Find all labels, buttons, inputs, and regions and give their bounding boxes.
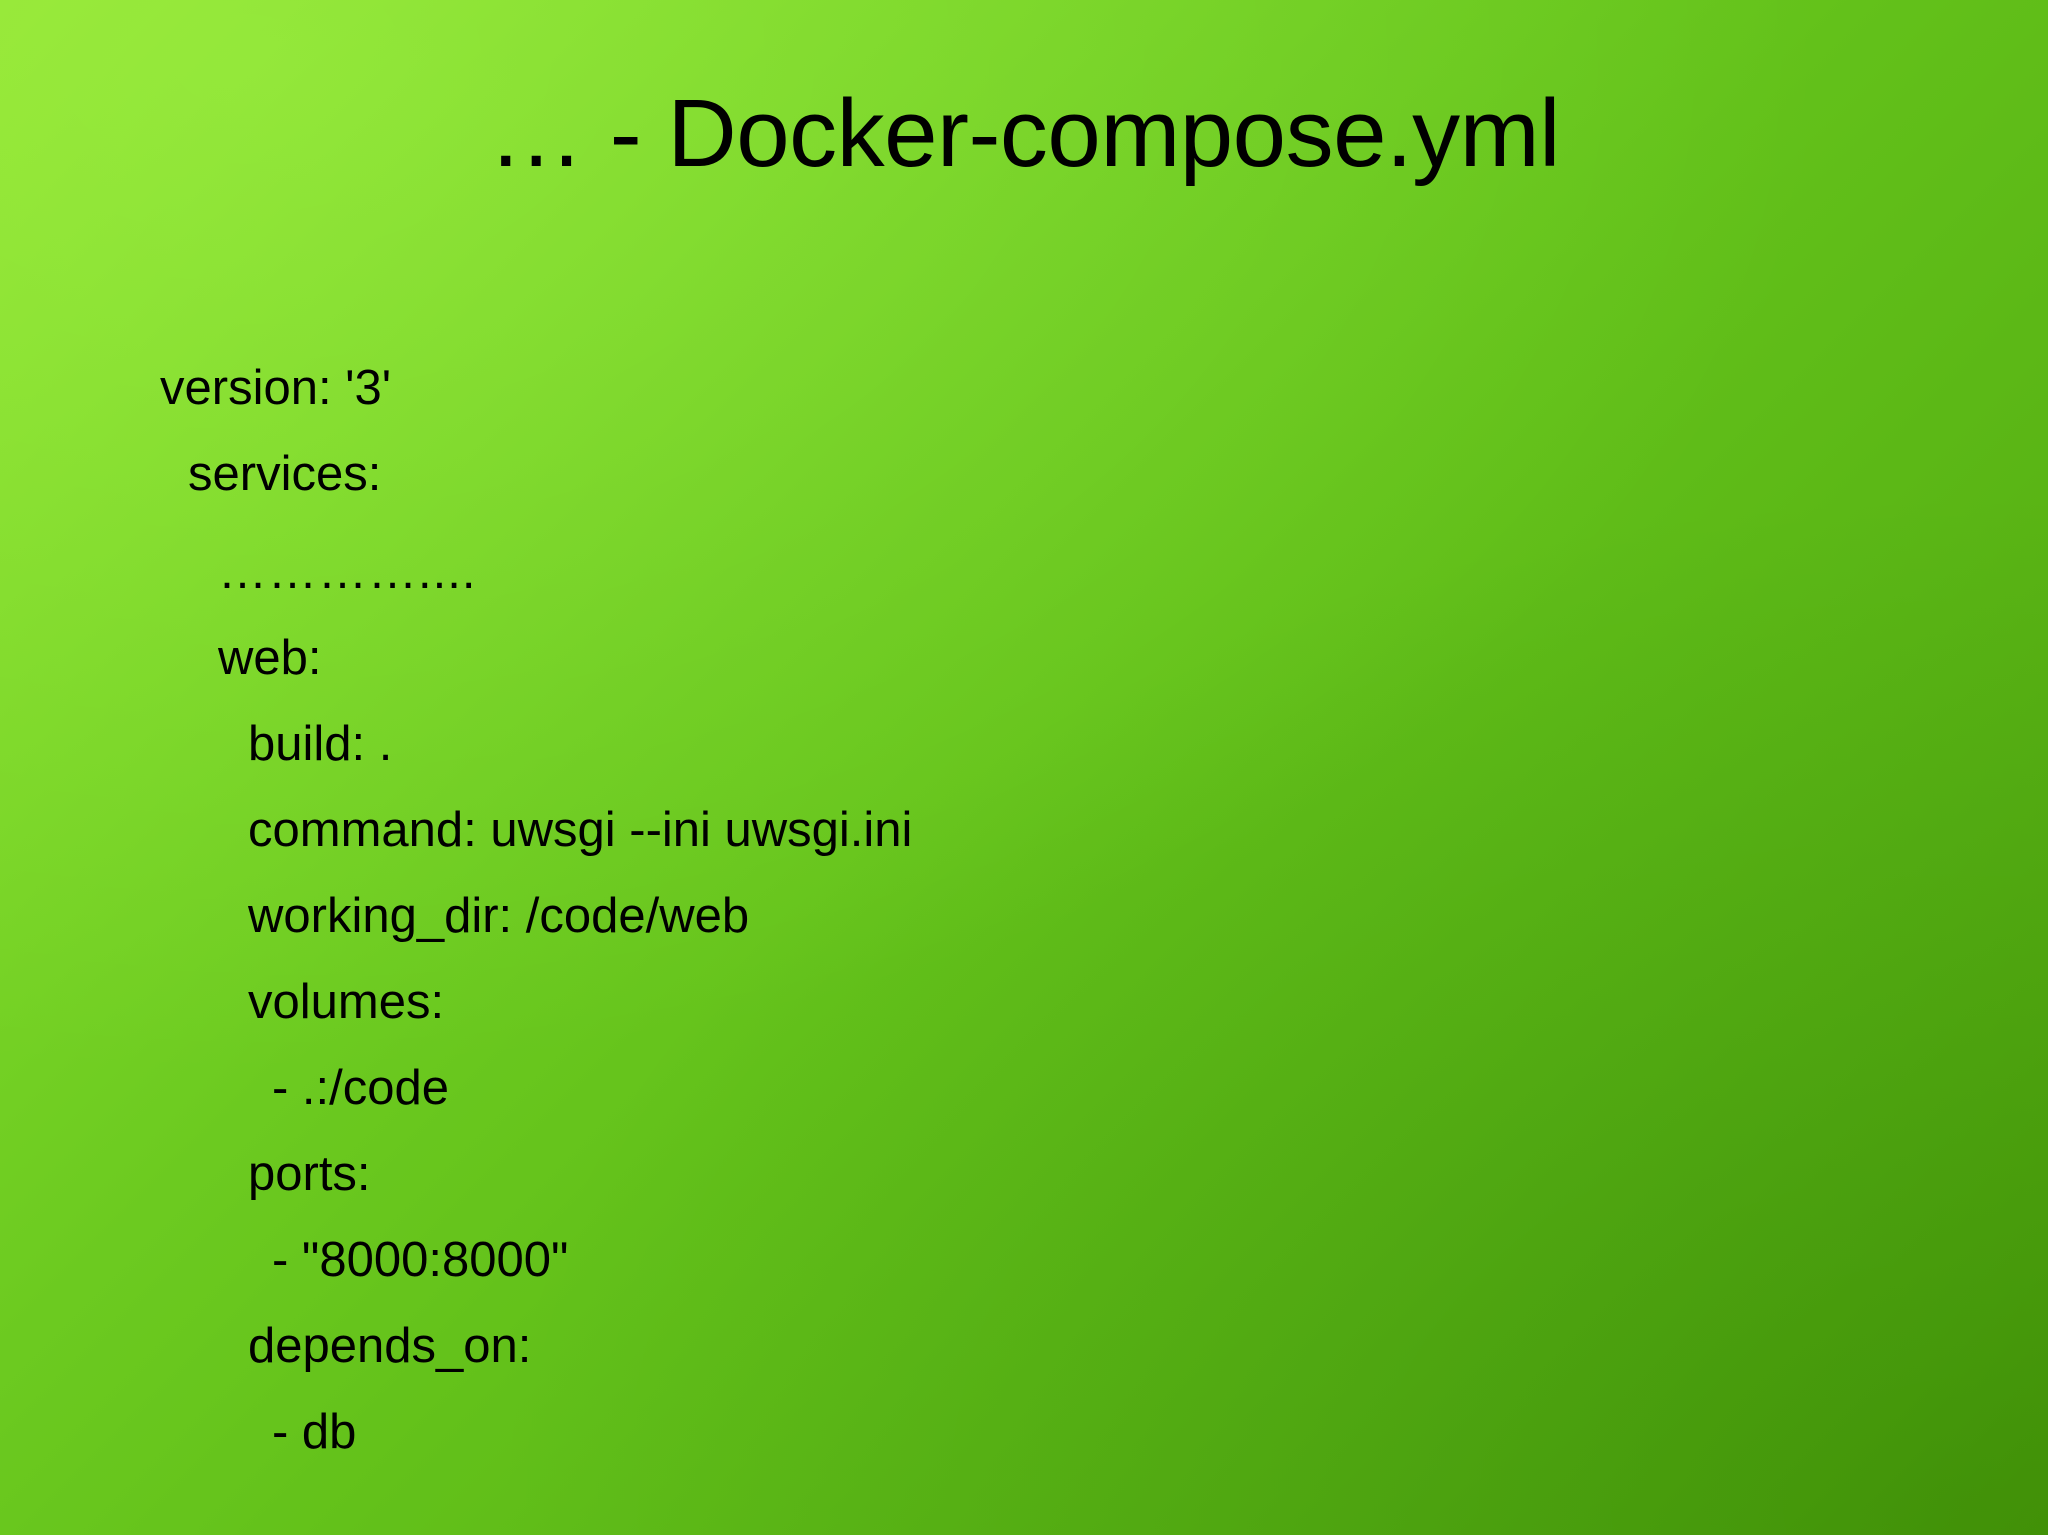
yaml-line: working_dir: /code/web bbox=[248, 889, 750, 943]
yaml-line: services: bbox=[188, 447, 382, 501]
yaml-line-ellipsis: ………….... bbox=[218, 545, 477, 599]
yaml-line: - "8000:8000" bbox=[272, 1233, 569, 1287]
yaml-line: volumes: bbox=[248, 975, 445, 1029]
yaml-line: version: '3' bbox=[160, 361, 392, 415]
spacer bbox=[0, 517, 2048, 529]
yaml-line: - db bbox=[272, 1405, 357, 1459]
yaml-line: build: . bbox=[248, 717, 393, 771]
yaml-line: web: bbox=[218, 631, 322, 685]
page-title: … - Docker-compose.yml bbox=[488, 80, 1560, 187]
yaml-line: - .:/code bbox=[272, 1061, 450, 1115]
yaml-line: ports: bbox=[248, 1147, 371, 1201]
yaml-line: command: uwsgi --ini uwsgi.ini bbox=[248, 803, 913, 857]
yaml-code-block: version: '3' services: ………….... web: bui… bbox=[0, 345, 2048, 1475]
yaml-line: depends_on: bbox=[248, 1319, 532, 1373]
